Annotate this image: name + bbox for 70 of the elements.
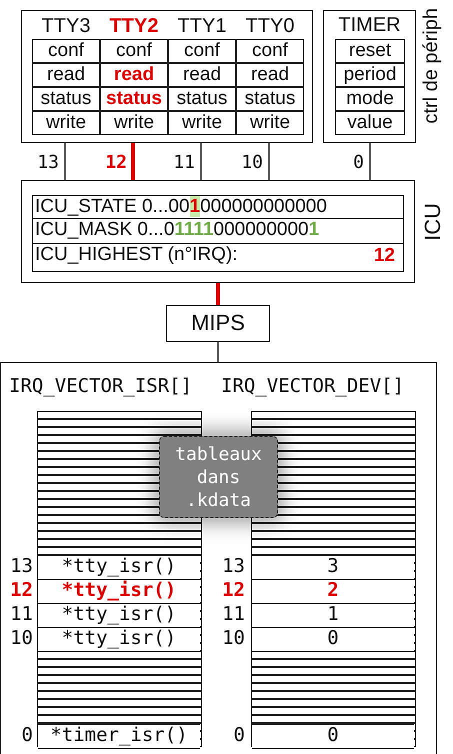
array-entry: 1 xyxy=(252,603,414,628)
register-name: write xyxy=(168,111,236,135)
irq-number: 12 xyxy=(104,152,127,174)
array-index: 0 xyxy=(20,724,33,748)
timer-panel xyxy=(323,10,416,143)
register-name: write xyxy=(100,111,168,135)
register-name: conf xyxy=(100,39,168,63)
processor-box: MIPS xyxy=(166,305,270,342)
register-name: reset xyxy=(335,39,405,63)
device-name: TTY3 xyxy=(40,15,92,39)
irq-number: 10 xyxy=(240,152,263,174)
register-name: write xyxy=(32,111,100,135)
connector-line xyxy=(64,143,66,180)
register-name: read xyxy=(236,63,304,87)
array-entry: 3 xyxy=(252,555,414,580)
array-entry: 2 xyxy=(252,579,414,604)
register-value: 12 xyxy=(374,245,395,267)
array-index: 12 xyxy=(9,579,33,603)
connector-line xyxy=(217,342,219,362)
array-entry: *tty_isr() xyxy=(38,603,200,628)
connector-line xyxy=(369,143,371,180)
register-name: conf xyxy=(32,39,100,63)
connector-line xyxy=(131,143,135,180)
register-name: read xyxy=(32,63,100,87)
note-box: tableaux dans .kdata xyxy=(159,436,278,518)
register-text: ICU_STATE 0...001000000000000 xyxy=(35,196,327,218)
array-index: 11 xyxy=(9,603,33,627)
register-name: status xyxy=(236,87,304,111)
array-entry: *tty_isr() xyxy=(38,627,200,652)
array-index: 13 xyxy=(221,555,245,579)
array-entry: 0 xyxy=(252,627,414,652)
connector-line xyxy=(268,143,270,180)
register-name: write xyxy=(236,111,304,135)
register-name: status xyxy=(168,87,236,111)
side-label: ctrl de périph xyxy=(420,8,443,124)
array-index: 12 xyxy=(221,579,245,603)
register-name: read xyxy=(168,63,236,87)
array-index: 0 xyxy=(232,724,245,748)
register-name: mode xyxy=(335,87,405,111)
device-name: TTY2 xyxy=(108,15,160,39)
irq-number: 13 xyxy=(36,152,59,174)
connector-line xyxy=(216,283,220,305)
register-name: status xyxy=(32,87,100,111)
frame-box xyxy=(21,10,313,143)
array-entry: *tty_isr() xyxy=(38,555,200,580)
irq-number: 0 xyxy=(352,152,364,174)
device-name: TTY1 xyxy=(176,15,228,39)
array-entry: *timer_isr() xyxy=(38,724,200,749)
array-name: IRQ_VECTOR_DEV[] xyxy=(221,375,404,397)
device-name: TTY0 xyxy=(244,15,296,39)
register-name: conf xyxy=(236,39,304,63)
array-entry: 0 xyxy=(252,724,414,749)
register-name: read xyxy=(100,63,168,87)
register-name: conf xyxy=(168,39,236,63)
irq-number: 11 xyxy=(172,152,195,174)
array-name: IRQ_VECTOR_ISR[] xyxy=(9,375,192,397)
array-entry: *tty_isr() xyxy=(38,579,200,604)
register-text: ICU_MASK 0...011110000000001 xyxy=(35,219,320,241)
register-name: value xyxy=(335,111,405,135)
register-name: status xyxy=(100,87,168,111)
array-index: 10 xyxy=(9,627,33,651)
array-index: 13 xyxy=(9,555,33,579)
register-text: ICU_HIGHEST (n°IRQ): xyxy=(35,244,238,266)
device-name: TIMER xyxy=(337,14,402,38)
array-index: 10 xyxy=(221,627,245,651)
array-index: 11 xyxy=(221,603,245,627)
connector-line xyxy=(200,143,202,180)
register-name: period xyxy=(335,63,405,87)
frame-box xyxy=(0,362,437,754)
panel-title: ICU xyxy=(420,203,446,241)
